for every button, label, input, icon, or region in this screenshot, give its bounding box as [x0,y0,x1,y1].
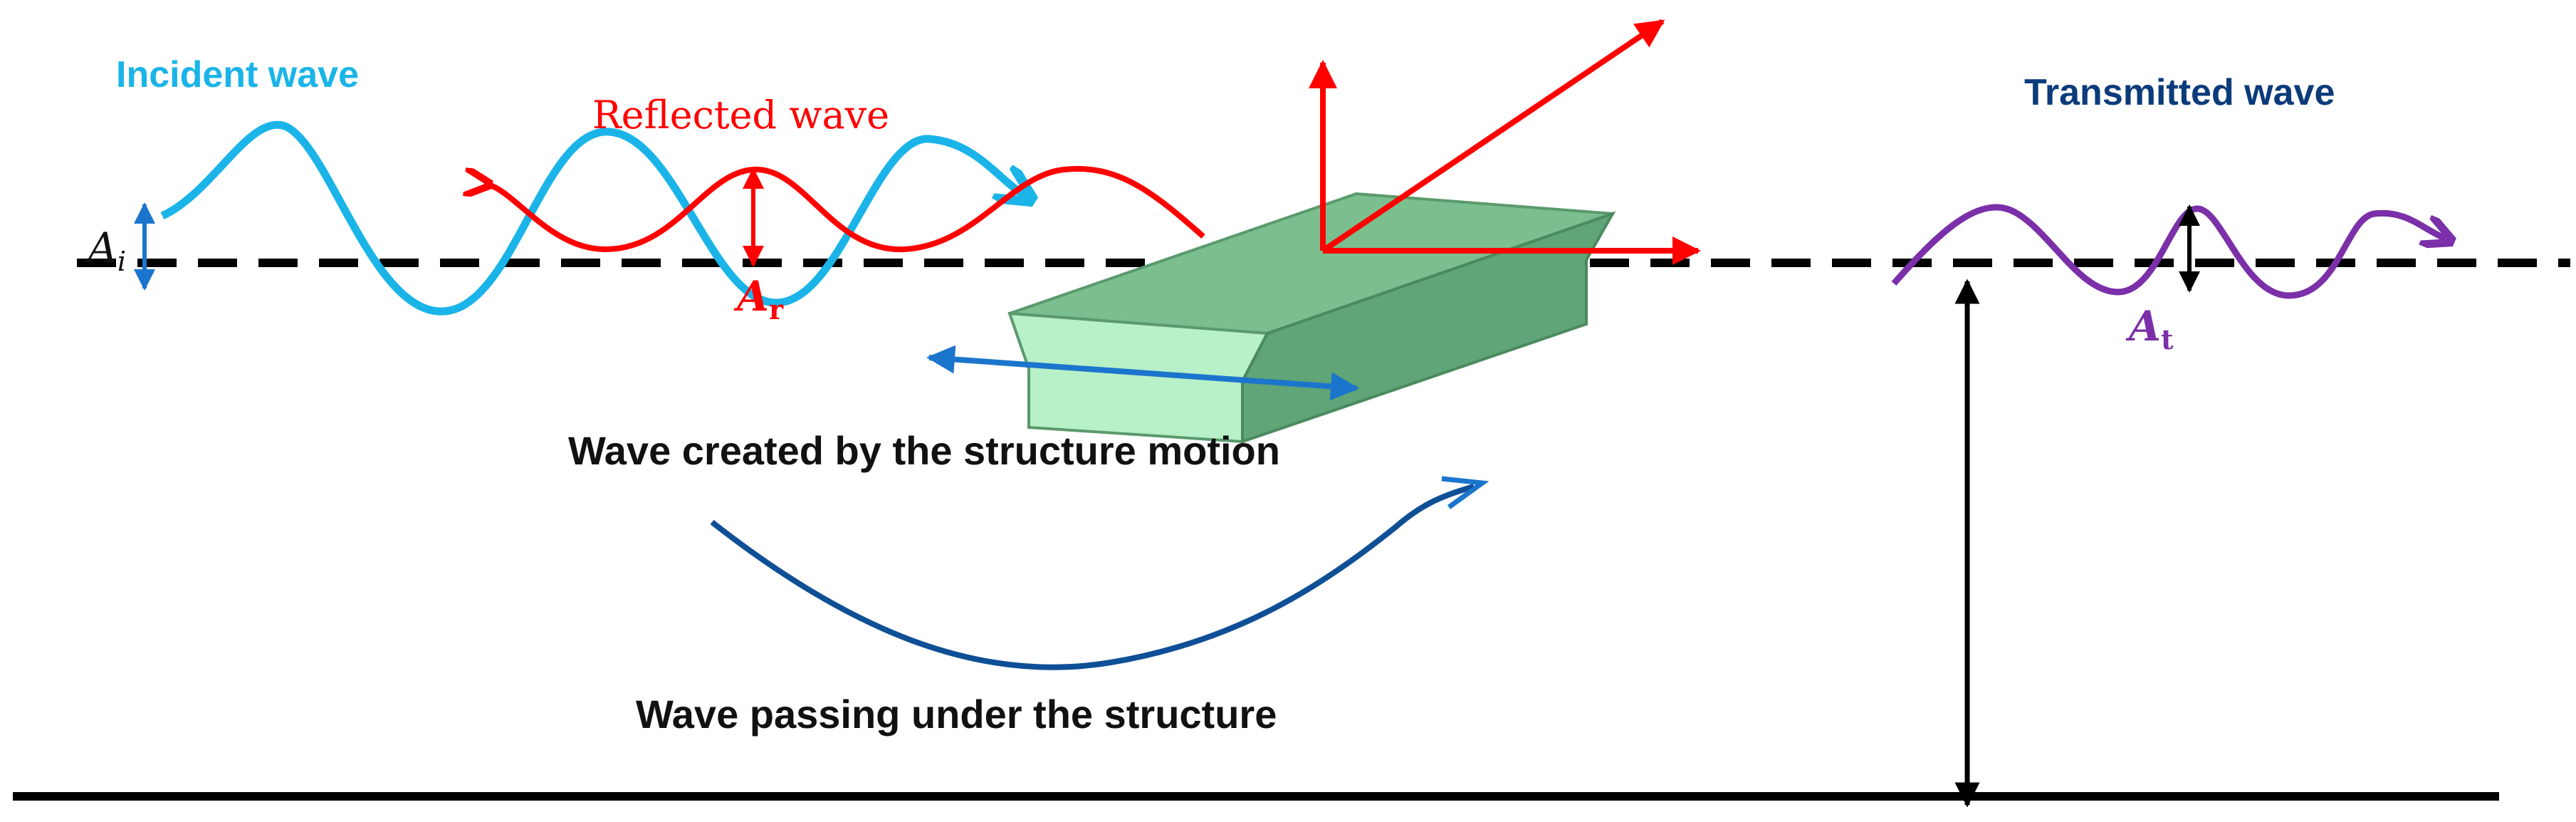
reflected-wave-label: Reflected wave [592,93,889,137]
transmitted-amplitude-subscript: t [2161,323,2174,355]
under-structure-wave-label: Wave passing under the structure [636,692,1277,737]
incident-amplitude-symbol: A [84,224,117,272]
incident-wave-label: Incident wave [116,54,359,95]
structure-motion-arrow [926,345,1359,401]
axis-y [1321,19,1665,254]
transmitted-wave-curve [1891,204,2446,299]
transmitted-amplitude-label: At [2125,302,2174,355]
under-structure-wave-arrowhead [1441,476,1489,509]
incident-wave-curve [160,120,1025,316]
under-structure-wave-curve [710,484,1475,670]
incident-amplitude-subscript: i [117,246,126,277]
reflected-amplitude-subscript: r [769,293,784,326]
reflected-amplitude-label: Ar [733,272,784,326]
coordinate-axes [1309,19,1701,265]
transmitted-amplitude-symbol: A [2125,302,2161,350]
transmitted-wave-label: Transmitted wave [2024,72,2335,113]
floating-structure [1007,192,1616,444]
reflected-amplitude-symbol: A [733,272,769,321]
reflected-wave-curve [484,166,1205,253]
incident-amplitude-label: Ai [84,224,126,277]
structure-motion-wave-label: Wave created by the structure motion [568,428,1280,473]
